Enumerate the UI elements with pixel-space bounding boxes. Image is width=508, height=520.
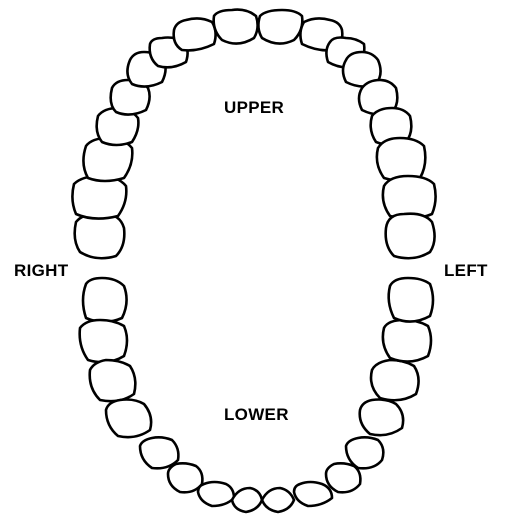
upper-tooth-10: [258, 10, 302, 44]
upper-tooth-8: [174, 18, 216, 50]
right-label: RIGHT: [14, 261, 68, 281]
lower-label: LOWER: [224, 405, 289, 425]
lower-tooth-2: [80, 320, 127, 362]
upper-tooth-16: [377, 138, 425, 181]
upper-tooth-18: [386, 214, 435, 259]
upper-tooth-17: [383, 176, 436, 219]
lower-tooth-11: [326, 463, 360, 492]
lower-tooth-14: [371, 360, 419, 400]
lower-tooth-9: [262, 488, 294, 512]
left-label: LEFT: [444, 261, 488, 281]
lower-tooth-4: [106, 400, 151, 438]
lower-arch: [80, 278, 433, 512]
upper-arch: [72, 10, 435, 259]
lower-tooth-15: [383, 320, 431, 362]
upper-label: UPPER: [224, 98, 284, 118]
upper-tooth-1: [75, 214, 125, 259]
upper-tooth-2: [72, 176, 126, 219]
lower-tooth-5: [140, 437, 178, 468]
upper-tooth-9: [214, 10, 258, 44]
lower-tooth-7: [198, 482, 234, 506]
lower-tooth-16: [389, 278, 433, 322]
lower-tooth-3: [90, 360, 136, 401]
lower-tooth-10: [294, 482, 332, 506]
lower-tooth-1: [83, 278, 127, 322]
lower-tooth-6: [168, 463, 202, 492]
lower-tooth-12: [346, 437, 383, 468]
lower-tooth-8: [232, 488, 262, 512]
lower-tooth-13: [360, 400, 403, 436]
